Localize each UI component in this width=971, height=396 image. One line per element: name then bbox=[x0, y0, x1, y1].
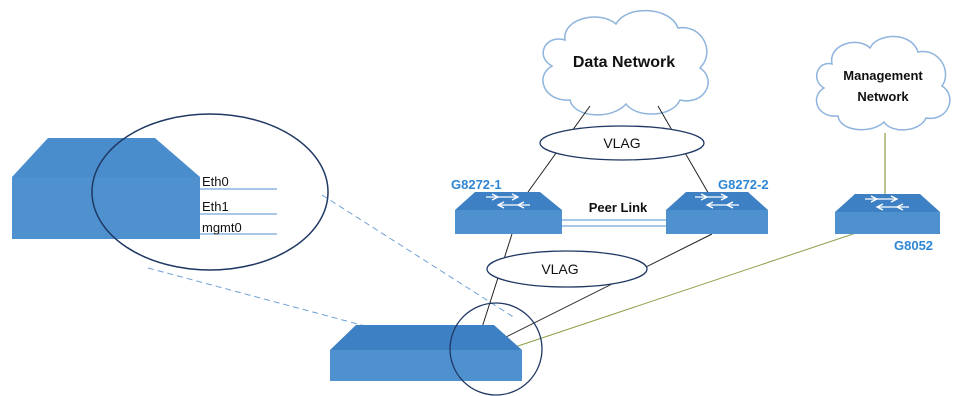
port-eth1-label: Eth1 bbox=[202, 199, 229, 214]
peer-link-label: Peer Link bbox=[589, 200, 648, 215]
data-network-cloud bbox=[542, 9, 709, 116]
management-network-label-line1: Management bbox=[843, 68, 923, 83]
server-appliance bbox=[12, 138, 200, 239]
management-network-label-line2: Network bbox=[857, 89, 909, 104]
downlink-switch1-server bbox=[477, 233, 513, 341]
switch-g8272-1 bbox=[455, 192, 562, 234]
switch-g8052-label: G8052 bbox=[894, 238, 933, 253]
port-mgmt0-label: mgmt0 bbox=[202, 220, 242, 235]
switch-g8272-2-label: G8272-2 bbox=[718, 177, 769, 192]
vlag-bottom-label: VLAG bbox=[541, 261, 578, 277]
server-ports: Eth0 Eth1 mgmt0 bbox=[195, 174, 277, 235]
mgmt-downlink bbox=[511, 232, 857, 349]
switch-g8272-2 bbox=[666, 192, 768, 234]
data-network-label: Data Network bbox=[573, 54, 675, 71]
vlag-top-label: VLAG bbox=[603, 135, 640, 151]
port-eth0-label: Eth0 bbox=[202, 174, 229, 189]
switch-g8052 bbox=[835, 194, 940, 234]
vlag-bottom-ellipse bbox=[486, 250, 648, 288]
bottom-server-appliance bbox=[330, 325, 522, 381]
server-appliance-top bbox=[12, 138, 200, 177]
vlag-top-ellipse bbox=[539, 125, 705, 161]
zoom-line-top bbox=[321, 194, 516, 319]
downlink-switch2-server bbox=[487, 233, 713, 347]
zoom-circle bbox=[91, 113, 329, 271]
bottom-zoom-circle bbox=[449, 302, 543, 396]
switch-g8272-1-label: G8272-1 bbox=[451, 177, 502, 192]
management-network-cloud bbox=[815, 35, 951, 131]
